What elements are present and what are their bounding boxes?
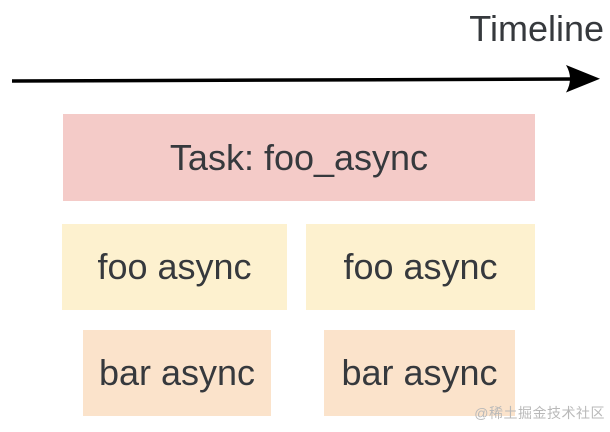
foo-async-box-2: foo async — [306, 224, 535, 310]
bar-async-box-2: bar async — [324, 330, 515, 416]
task-box-label: Task: foo_async — [169, 136, 429, 178]
bar-async-box-label: bar async — [341, 352, 498, 393]
foo-async-box-label: foo async — [343, 246, 498, 287]
bar-async-box-1: bar async — [83, 330, 271, 416]
task-box: Task: foo_async — [63, 114, 535, 201]
bar-async-box-label: bar async — [98, 352, 256, 393]
foo-async-box-label: foo async — [97, 246, 252, 287]
foo-async-box-1: foo async — [62, 224, 287, 310]
watermark: @稀土掘金技术社区 — [474, 405, 605, 421]
timeline-label: Timeline — [469, 8, 604, 49]
timeline-arrow-icon — [11, 65, 600, 93]
